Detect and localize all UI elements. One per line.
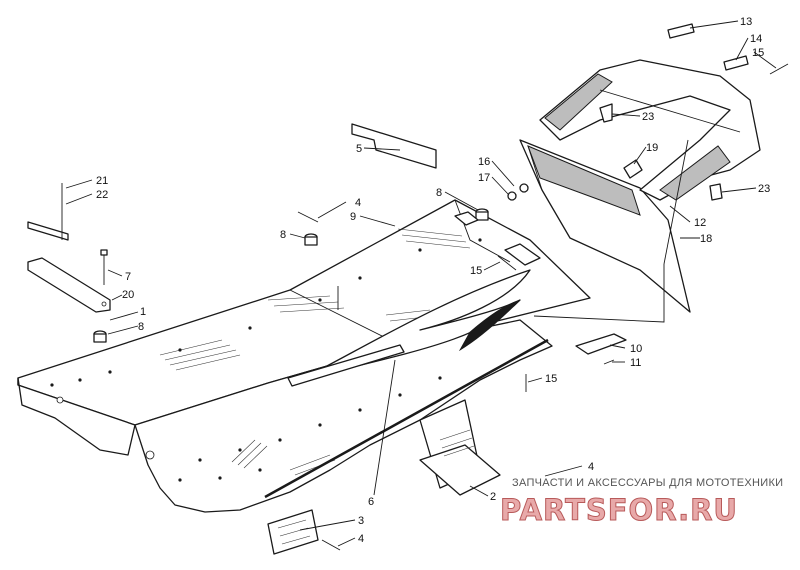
watermark: ЗАПЧАСТИ И АКСЕССУАРЫ ДЛЯ МОТОТЕХНИКИ PA… [500,477,784,528]
callout-16: 16 [478,156,490,168]
part-plate-3 [267,509,341,555]
callout-2: 2 [490,491,496,503]
callout-18: 18 [700,233,712,245]
part-clip-23b [709,183,723,201]
part-bracket-long [27,257,111,313]
callout-6: 6 [368,496,374,508]
part-bracket-small [27,183,69,241]
callout-17: 17 [478,172,490,184]
callout-20: 20 [122,289,134,301]
callout-4c: 4 [358,533,364,545]
part-step-plate-10 [575,333,627,355]
callout-13: 13 [740,16,752,28]
part-clip-23a [599,103,613,123]
callout-7: 7 [125,271,131,283]
callout-8c: 8 [436,187,442,199]
callout-11: 11 [630,357,641,369]
callout-4a: 4 [355,197,361,209]
watermark-tagline: ЗАПЧАСТИ И АКСЕССУАРЫ ДЛЯ МОТОТЕХНИКИ [512,477,783,489]
callout-23b: 23 [758,183,770,195]
callout-19: 19 [646,142,658,154]
callout-15a: 15 [752,47,764,59]
rivet-dots [50,238,482,482]
part-rear-bumper [519,139,691,313]
part-tunnel-main [17,199,591,513]
callout-12: 12 [694,217,706,229]
part-grab-handle [539,59,761,201]
callout-14: 14 [750,33,762,45]
part-plate-13 [667,23,695,39]
part-plate-14 [723,55,749,71]
callout-1: 1 [140,306,146,318]
callout-8b: 8 [138,321,144,333]
callout-3: 3 [358,515,364,527]
callout-9: 9 [350,211,356,223]
deck-hatching [159,228,471,371]
callout-22: 22 [96,189,108,201]
callout-23a: 23 [642,111,654,123]
leader-lines [65,20,777,547]
callout-5: 5 [356,143,362,155]
part-bumper-8 [93,208,489,343]
part-flap-strip [351,123,437,169]
callout-10: 10 [630,343,642,355]
watermark-logo: PARTSFOR.RU [500,493,738,527]
callout-4b: 4 [588,461,594,473]
callout-15c: 15 [545,373,557,385]
callout-15b: 15 [470,265,482,277]
callout-labels: 1 2 3 4 4 4 5 6 7 8 8 8 9 10 11 12 13 14… [96,16,770,545]
callout-8a: 8 [280,229,286,241]
part-stand-bracket [419,399,501,496]
part-bolt-7 [100,249,108,285]
callout-21: 21 [96,175,108,187]
